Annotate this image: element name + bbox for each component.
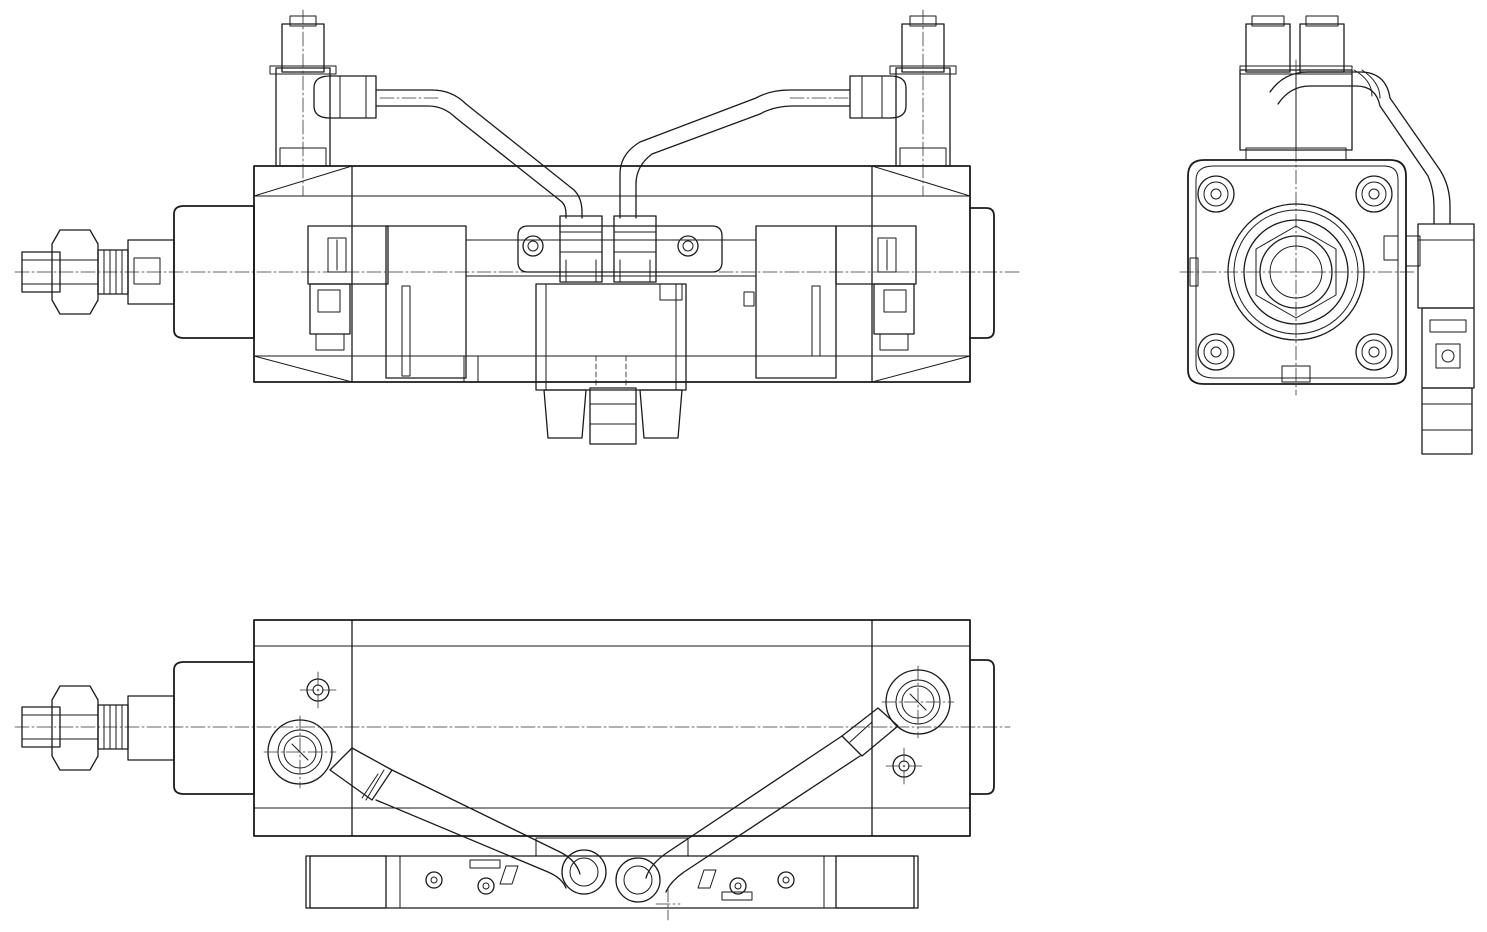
front-view [14,9,1021,445]
bottom-barrel [253,619,971,837]
tie-rod-nut-tl [1197,175,1235,213]
side-valve [1405,223,1475,455]
side-view [1179,15,1475,455]
rear-end-boss [969,207,995,339]
bottom-front-cap [173,661,255,795]
rod-bearing [1227,203,1365,341]
bottom-valve-block [305,837,919,921]
port-boss-left [263,715,337,789]
bottom-elbow-left [561,849,607,895]
right-solenoid [755,225,917,379]
bottom-air-tubes [329,707,899,893]
bottom-screw-left [299,671,337,709]
bottom-elbow-right [615,857,661,903]
fitting-right [613,215,657,283]
tie-rod-nut-br [1355,333,1393,371]
port-connector-left [269,9,337,197]
silencer-left [543,389,587,439]
port-boss-right [881,665,955,739]
air-tubes-front [313,75,907,219]
side-air-tube [1269,69,1451,225]
fitting-left [559,215,603,283]
end-flange [1187,159,1407,385]
cylinder-barrel [253,165,971,383]
bottom-screw-right [885,747,923,785]
exhaust-fitting [589,387,637,445]
tie-rod-nut-tr [1355,175,1393,213]
silencer-right [639,389,683,439]
bottom-piston-rod [21,685,175,771]
bottom-view [14,619,1011,921]
port-connector-right [889,9,957,197]
bottom-rear-boss [969,659,995,795]
tie-rod-nut-bl [1197,333,1235,371]
valve-manifold [465,215,757,445]
mount-screw-left [522,235,544,257]
mount-screw-right [677,235,699,257]
left-solenoid [307,225,479,383]
